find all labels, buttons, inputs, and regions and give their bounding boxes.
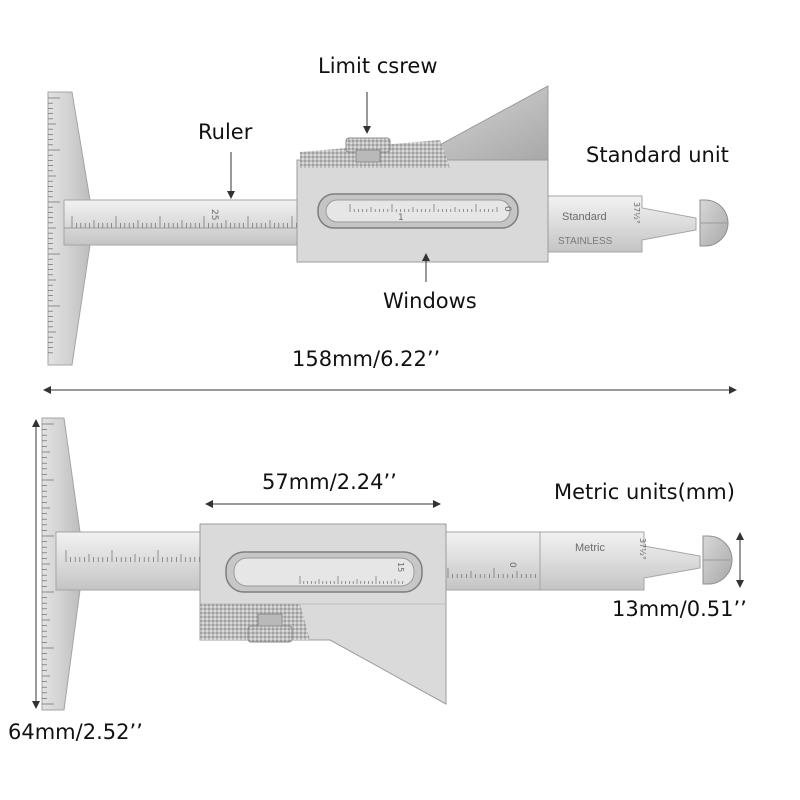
bottom-window-scale (299, 576, 403, 584)
bottom-window-mark-15: 15 (396, 562, 405, 572)
top-angle-engraving: 37½° (632, 202, 641, 224)
standard-unit-label: Standard unit (586, 143, 729, 167)
metric-engraving: Metric (575, 542, 605, 554)
bottom-metric-end (539, 531, 701, 591)
top-ruler-scale (71, 216, 297, 228)
bottom-ruler-mark-0: 0 (507, 562, 517, 568)
metric-units-label: Metric units(mm) (554, 480, 735, 504)
slider-width-label: 57mm/2.24’’ (262, 470, 397, 494)
top-standard-end (547, 195, 697, 253)
ruler-label: Ruler (198, 120, 253, 144)
bottom-angle-engraving: 37½° (638, 538, 647, 560)
base-height-label: 64mm/2.52’’ (8, 720, 143, 744)
top-window-mark-0: 0 (502, 206, 512, 212)
annotation-arrows (32, 92, 744, 709)
top-gauge: 25 1 0 Standard STAINLESS 37½° (47, 85, 729, 366)
limit-screw-label: Limit csrew (318, 54, 438, 78)
bottom-gauge: 15 0 Metric 37½° (41, 417, 733, 711)
bottom-limit-screw-knob (247, 625, 293, 643)
top-engraving-25: 25 (209, 209, 219, 220)
total-length-label: 158mm/6.22’’ (292, 347, 441, 371)
bottom-base-scale (42, 423, 54, 705)
top-angle-wedge (411, 85, 549, 161)
windows-label: Windows (383, 289, 477, 313)
top-base-scale (48, 97, 60, 354)
bottom-ruler-scale (65, 550, 536, 578)
top-window-mark-1: 1 (398, 213, 404, 223)
top-window-scale (349, 204, 498, 212)
standard-engraving: Standard (562, 211, 607, 223)
head-height-label: 13mm/0.51’’ (612, 597, 747, 621)
stainless-engraving: STAINLESS (558, 236, 613, 247)
